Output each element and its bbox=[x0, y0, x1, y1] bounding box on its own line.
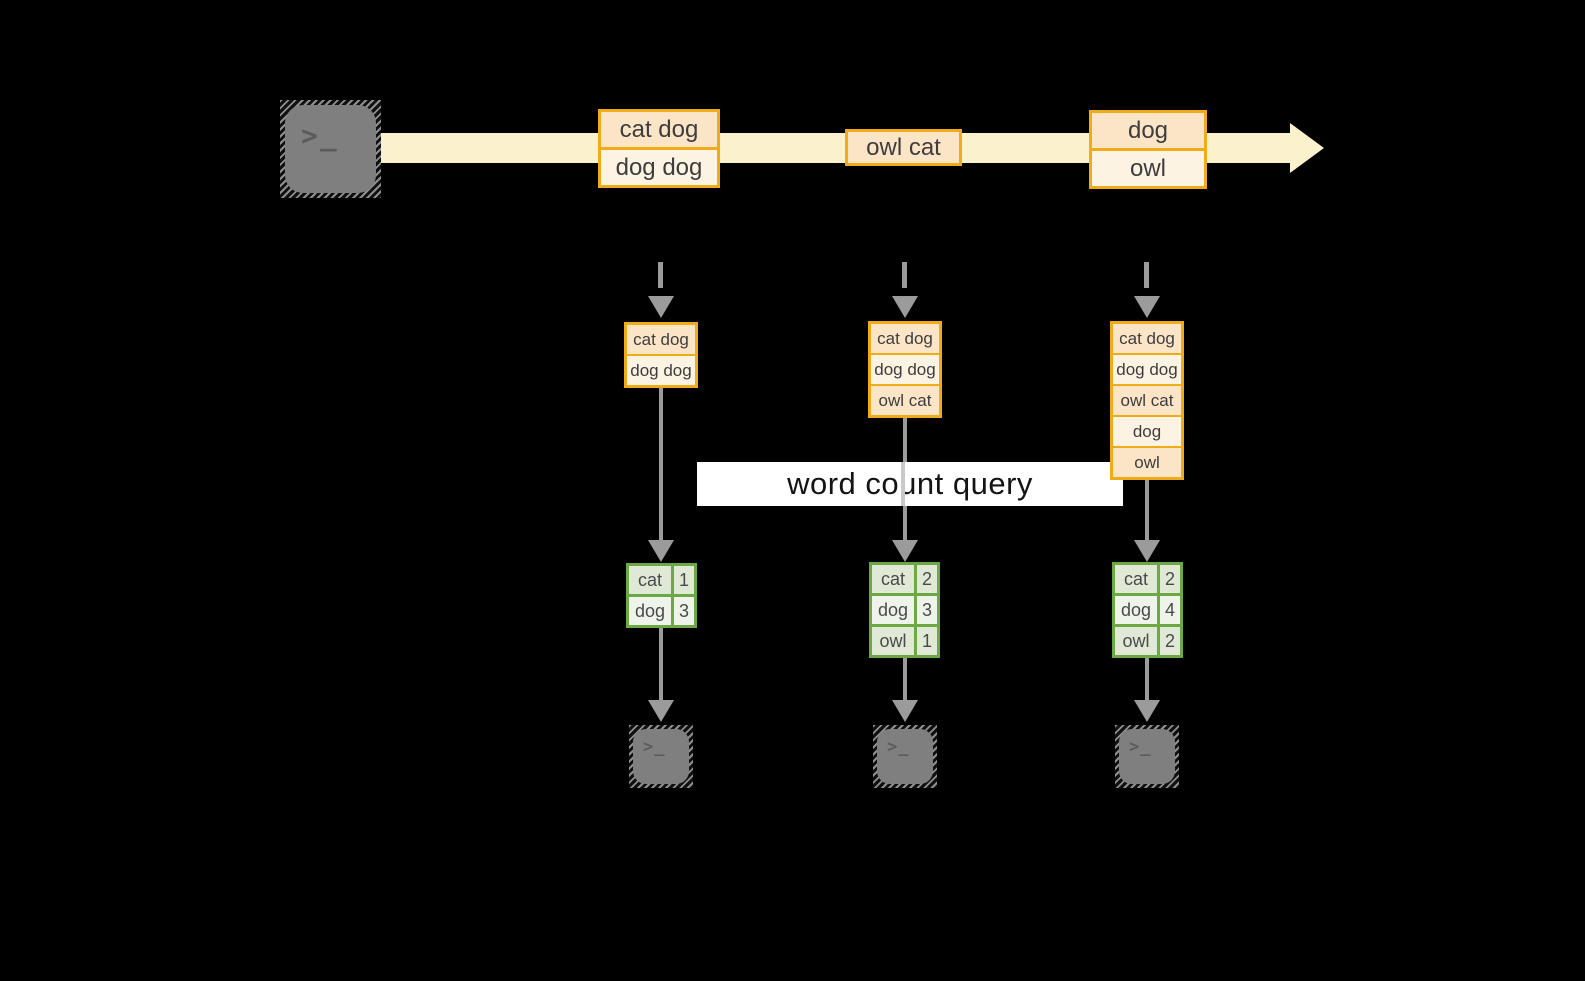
word-cell: dog bbox=[872, 596, 914, 624]
query-arrow-line-3 bbox=[1145, 480, 1149, 540]
terminal-screen: >_ bbox=[633, 729, 689, 784]
terminal-prompt-icon: >_ bbox=[643, 737, 666, 757]
cell-divider bbox=[671, 566, 674, 594]
event-line: cat dog bbox=[601, 112, 717, 147]
word-cell: dog bbox=[1115, 596, 1157, 624]
terminal-screen: >_ bbox=[1119, 729, 1175, 784]
state-row: cat dog bbox=[871, 324, 939, 353]
output-arrow-line-1 bbox=[659, 628, 663, 700]
state-stack-2: cat dog dog dog owl cat bbox=[868, 321, 942, 418]
output-arrow-line-2 bbox=[903, 658, 907, 700]
cell-divider bbox=[1157, 627, 1160, 655]
query-arrow-line-1 bbox=[659, 388, 663, 540]
state-row: dog dog bbox=[627, 354, 695, 385]
output-arrowhead-3-icon bbox=[1134, 700, 1160, 722]
event-line: owl bbox=[1092, 148, 1204, 186]
output-arrowhead-1-icon bbox=[648, 700, 674, 722]
terminal-prompt-icon: >_ bbox=[1129, 737, 1152, 757]
word-cell: owl bbox=[872, 627, 914, 655]
stream-timeline-arrowhead-icon bbox=[1290, 123, 1324, 173]
ingest-arrowhead-2-icon bbox=[892, 296, 918, 318]
word-cell: owl bbox=[1115, 627, 1157, 655]
count-cell: 4 bbox=[1160, 596, 1180, 624]
state-row: cat dog bbox=[1113, 324, 1181, 353]
query-arrowhead-1-icon bbox=[648, 540, 674, 562]
cell-divider bbox=[1157, 596, 1160, 624]
ingest-arrowhead-3-icon bbox=[1134, 296, 1160, 318]
terminal-prompt-icon: >_ bbox=[301, 119, 339, 152]
source-terminal-icon: >_ bbox=[280, 100, 381, 198]
count-cell: 2 bbox=[1160, 627, 1180, 655]
ingest-arrowhead-1-icon bbox=[648, 296, 674, 318]
cell-divider bbox=[1157, 565, 1160, 593]
cell-divider bbox=[671, 597, 674, 625]
count-cell: 1 bbox=[917, 627, 937, 655]
query-label: word count query bbox=[787, 466, 1033, 501]
query-arrowhead-2-icon bbox=[892, 540, 918, 562]
word-cell: dog bbox=[629, 597, 671, 625]
count-cell: 3 bbox=[917, 596, 937, 624]
arrow-showthrough bbox=[901, 462, 905, 506]
ingest-arrow-dash-2 bbox=[902, 262, 907, 288]
state-row: dog dog bbox=[871, 353, 939, 384]
terminal-screen: >_ bbox=[285, 105, 376, 193]
event-line: dog bbox=[1092, 113, 1204, 148]
count-cell: 2 bbox=[1160, 565, 1180, 593]
ingest-arrow-dash-1 bbox=[658, 262, 663, 288]
word-cell: cat bbox=[872, 565, 914, 593]
stream-event-1: cat dog dog dog bbox=[598, 109, 720, 188]
state-row: owl cat bbox=[871, 384, 939, 415]
cell-divider bbox=[914, 596, 917, 624]
output-arrowhead-2-icon bbox=[892, 700, 918, 722]
query-banner: word count query bbox=[697, 462, 1123, 506]
state-stack-3: cat dog dog dog owl cat dog owl bbox=[1110, 321, 1184, 480]
event-line: dog dog bbox=[601, 147, 717, 185]
count-cell: 1 bbox=[674, 566, 694, 594]
terminal-prompt-icon: >_ bbox=[887, 737, 910, 757]
output-arrow-line-3 bbox=[1145, 658, 1149, 700]
query-arrowhead-3-icon bbox=[1134, 540, 1160, 562]
cell-divider bbox=[914, 565, 917, 593]
state-row: dog dog bbox=[1113, 353, 1181, 384]
sink-terminal-2-icon: >_ bbox=[873, 725, 937, 788]
stream-event-2: owl cat bbox=[845, 129, 962, 166]
state-row: owl bbox=[1113, 446, 1181, 477]
stream-event-3: dog owl bbox=[1089, 110, 1207, 189]
event-line: owl cat bbox=[848, 132, 959, 163]
count-cell: 3 bbox=[674, 597, 694, 625]
state-row: owl cat bbox=[1113, 384, 1181, 415]
word-cell: cat bbox=[629, 566, 671, 594]
terminal-screen: >_ bbox=[877, 729, 933, 784]
state-row: cat dog bbox=[627, 325, 695, 354]
word-cell: cat bbox=[1115, 565, 1157, 593]
state-stack-1: cat dog dog dog bbox=[624, 322, 698, 388]
cell-divider bbox=[914, 627, 917, 655]
state-row: dog bbox=[1113, 415, 1181, 446]
count-cell: 2 bbox=[917, 565, 937, 593]
sink-terminal-1-icon: >_ bbox=[629, 725, 693, 788]
sink-terminal-3-icon: >_ bbox=[1115, 725, 1179, 788]
ingest-arrow-dash-3 bbox=[1144, 262, 1149, 288]
